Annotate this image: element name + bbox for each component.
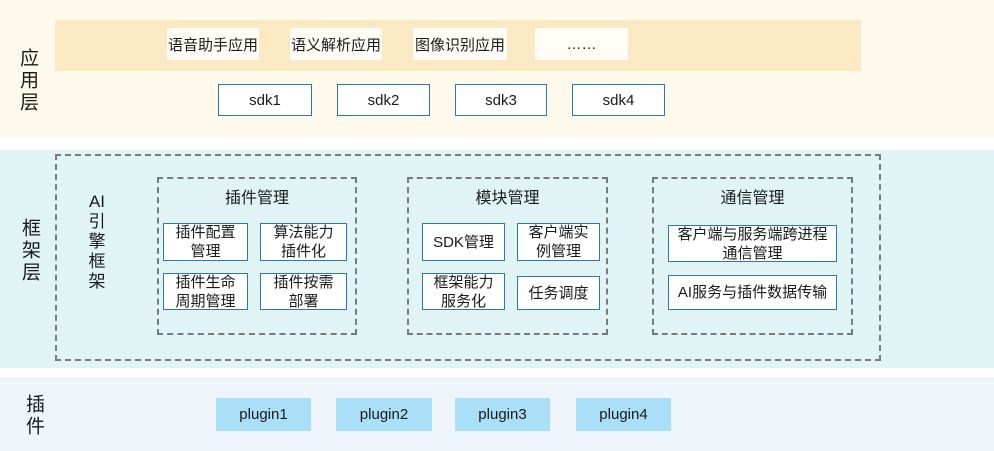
cell-line: 算法能力 <box>273 224 334 241</box>
cell-plugin-on-demand-deploy: 插件按需 部署 <box>260 273 347 310</box>
sdk-box-2: sdk2 <box>337 84 430 116</box>
sdk-box-1: sdk1 <box>218 84 312 116</box>
cell-line: 服务化 <box>440 292 486 310</box>
engine-label-line: 架 <box>88 272 106 291</box>
ai-engine-framework-box <box>55 154 881 361</box>
cell-line: 客户端实 <box>528 224 589 241</box>
group-plugin-management-title: 插件管理 <box>224 190 289 207</box>
framework-layer-label: 框架层 <box>19 218 40 284</box>
ai-engine-framework-label: AI 引 擎 框 架 <box>83 192 111 292</box>
engine-label-line: 引 <box>88 212 106 231</box>
sdk-box-label: sdk2 <box>367 91 400 109</box>
sdk-box-label: sdk4 <box>602 91 635 109</box>
plugin-box-label: plugin3 <box>478 406 527 423</box>
plugin-box-3: plugin3 <box>455 398 550 431</box>
cell-line: 插件按需 <box>273 273 334 291</box>
cell-line: 例管理 <box>535 243 581 260</box>
cell-line: SDK管理 <box>433 233 494 251</box>
app-layer-section: 应用层 语音助手应用 语义解析应用 图像识别应用 …… sdk1 sdk2 sd… <box>0 0 994 138</box>
cell-cross-process-comm-mgmt: 客户端与服务端跨进程 通信管理 <box>668 225 837 262</box>
sdk-box-label: sdk3 <box>485 91 517 109</box>
sdk-box-label: sdk1 <box>249 91 281 109</box>
group-plugin-management <box>157 177 357 335</box>
cell-framework-capability-service: 框架能力 服务化 <box>422 273 505 310</box>
cell-plugin-lifecycle-mgmt: 插件生命 周期管理 <box>163 273 248 310</box>
plugin-box-1: plugin1 <box>216 398 311 431</box>
cell-line: 框架能力 <box>433 273 494 291</box>
app-box-image-recognition: 图像识别应用 <box>413 28 507 60</box>
sdk-box-4: sdk4 <box>572 84 665 116</box>
plugin-box-label: plugin1 <box>239 406 288 423</box>
cell-line: 部署 <box>288 292 319 310</box>
app-box-voice-assistant: 语音助手应用 <box>167 28 259 60</box>
cell-line: 插件生命 <box>175 273 236 291</box>
plugin-box-label: plugin2 <box>359 406 409 423</box>
cell-ai-service-plugin-data-transfer: AI服务与插件数据传输 <box>668 275 837 310</box>
app-box-label: 图像识别应用 <box>414 36 505 54</box>
plugin-box-label: plugin4 <box>599 406 648 423</box>
cell-line: 任务调度 <box>528 284 589 302</box>
cell-line: 管理 <box>190 243 221 260</box>
app-box-label: …… <box>566 35 597 53</box>
engine-label-line: 框 <box>88 252 106 271</box>
plugin-box-4: plugin4 <box>576 398 671 431</box>
group-module-management-title: 模块管理 <box>475 190 540 207</box>
group-communication-management-title: 通信管理 <box>720 190 785 207</box>
app-box-label: 语义解析应用 <box>290 36 381 54</box>
cell-line: 插件配置 <box>175 224 236 241</box>
cell-line: 插件化 <box>280 243 326 260</box>
cell-sdk-mgmt: SDK管理 <box>422 223 505 261</box>
sdk-box-3: sdk3 <box>455 84 547 116</box>
cell-line: 客户端与服务端跨进程 <box>677 225 828 243</box>
cell-line: 周期管理 <box>175 292 236 310</box>
plugin-box-2: plugin2 <box>336 398 432 431</box>
cell-plugin-config-mgmt: 插件配置 管理 <box>163 223 248 261</box>
cell-task-scheduling: 任务调度 <box>517 276 600 310</box>
app-box-semantic-parsing: 语义解析应用 <box>290 28 382 60</box>
plugin-layer-label: 插件 <box>23 394 44 438</box>
app-layer-label: 应用层 <box>17 48 38 114</box>
cell-line: AI服务与插件数据传输 <box>677 284 828 301</box>
app-box-ellipsis: …… <box>535 28 628 60</box>
engine-label-line: AI <box>88 192 106 211</box>
cell-client-instance-mgmt: 客户端实 例管理 <box>517 223 600 261</box>
cell-algorithm-pluginization: 算法能力 插件化 <box>260 223 347 261</box>
group-communication-management <box>652 177 853 335</box>
cell-line: 通信管理 <box>722 244 783 262</box>
app-box-label: 语音助手应用 <box>167 36 258 54</box>
group-module-management <box>407 177 608 335</box>
engine-label-line: 擎 <box>88 232 106 251</box>
